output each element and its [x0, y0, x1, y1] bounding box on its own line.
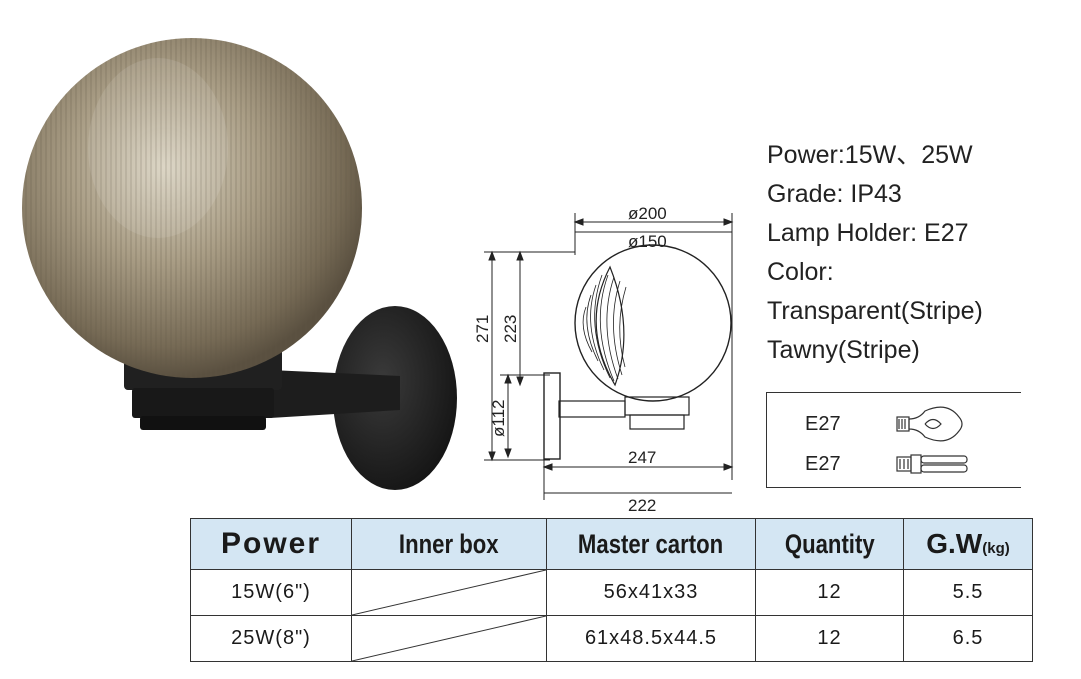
incandescent-bulb-icon: [896, 406, 963, 442]
dimension-drawing: ø200 ø150 271 223 ø112 247 222: [473, 204, 734, 515]
spec-color-transparent: Transparent(Stripe): [767, 297, 983, 325]
bracket-arm: [270, 370, 400, 418]
cell-quantity: 12: [755, 615, 904, 662]
specs-list: Power:15W、25W Grade: IP43 Lamp Holder: E…: [767, 136, 983, 370]
dim-height-center: 223: [501, 315, 520, 343]
cell-quantity: 12: [755, 569, 904, 616]
bulb-types-box: E27 E27: [766, 392, 1021, 488]
header-master-carton: Master carton: [546, 518, 756, 570]
bulb-row: E27: [767, 443, 1021, 483]
header-power: Power: [190, 518, 352, 570]
cell-power: 15W(6"): [190, 569, 352, 616]
cell-master-carton: 61x48.5x44.5: [546, 615, 756, 662]
spec-power: Power:15W、25W: [767, 141, 973, 169]
cell-gw: 5.5: [903, 569, 1033, 616]
table-row: 25W(8") 61x48.5x44.5 12 6.5: [190, 615, 1033, 662]
dim-dia-outer: ø200: [628, 204, 667, 223]
bulb-row: E27: [767, 401, 1021, 442]
cell-power: 25W(8"): [190, 615, 352, 662]
header-inner-box: Inner box: [351, 518, 547, 570]
bulb-label: E27: [805, 413, 841, 435]
table-row: 15W(6") 56x41x33 12 5.5: [190, 569, 1033, 616]
cell-master-carton: 56x41x33: [546, 569, 756, 616]
cell-gw: 6.5: [903, 615, 1033, 662]
drawing-wall-plate: [543, 372, 561, 460]
dim-base-dia: ø112: [489, 400, 508, 438]
cell-inner-box: [351, 569, 547, 616]
drawing-globe: [574, 244, 732, 402]
cell-inner-box: [351, 615, 547, 662]
spec-grade: Grade: IP43: [767, 180, 902, 208]
dim-height-total: 271: [473, 315, 492, 343]
dim-width-247: 247: [628, 448, 656, 467]
table-header-row: Power Inner box Master carton Quantity G…: [190, 518, 1033, 570]
spec-color-label: Color:: [767, 258, 834, 286]
dim-dia-inner: ø150: [628, 232, 667, 251]
packing-table: Power Inner box Master carton Quantity G…: [190, 518, 1033, 662]
dim-width-222: 222: [628, 496, 656, 515]
header-quantity: Quantity: [755, 518, 904, 570]
compact-fluorescent-bulb-icon: [896, 454, 968, 474]
spec-color-tawny: Tawny(Stripe): [767, 336, 920, 364]
bulb-label: E27: [805, 453, 841, 475]
header-gw: G.W(kg): [903, 518, 1033, 570]
product-photo: [22, 38, 457, 490]
spec-lamp-holder: Lamp Holder: E27: [767, 219, 969, 247]
